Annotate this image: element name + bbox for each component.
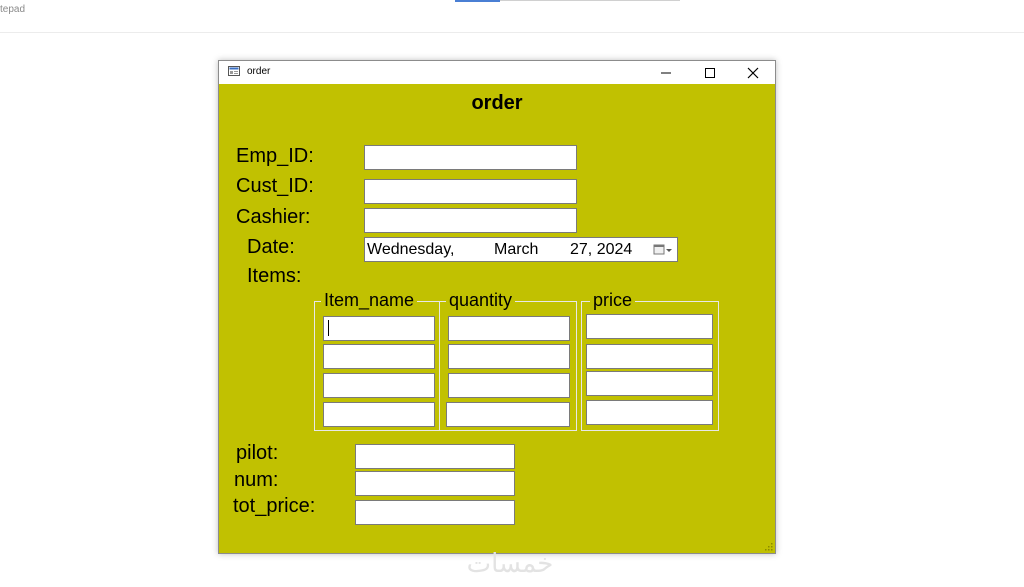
- app-icon: [228, 66, 240, 76]
- watermark-logo: خمسات: [467, 549, 554, 578]
- item-name-group-title: Item_name: [321, 290, 418, 311]
- title-bar[interactable]: order: [219, 61, 775, 84]
- close-button[interactable]: [733, 61, 773, 84]
- background-app-title: tepad: [0, 4, 26, 15]
- item-name-field-4[interactable]: [323, 402, 435, 427]
- form-heading: order: [471, 92, 523, 114]
- price-field-1[interactable]: [586, 314, 713, 339]
- price-field-4[interactable]: [586, 400, 713, 425]
- cashier-field[interactable]: [364, 208, 577, 233]
- quantity-group-title: quantity: [446, 290, 516, 311]
- date-picker[interactable]: Wednesday, March 27, 2024: [364, 237, 678, 262]
- item-name-field-1[interactable]: [323, 316, 435, 341]
- background-tab-strip: [455, 0, 680, 1]
- quantity-field-4[interactable]: [446, 402, 570, 427]
- cust-id-field[interactable]: [364, 179, 577, 204]
- emp-id-label: Emp_ID:: [236, 145, 314, 167]
- maximize-icon: [705, 68, 715, 78]
- cust-id-label: Cust_ID:: [236, 175, 314, 197]
- order-window: order order Emp_ID: Cust_ID: Cashier: Da…: [218, 60, 776, 554]
- item-name-group: Item_name: [314, 290, 440, 431]
- price-group-title: price: [590, 290, 636, 311]
- window-title: order: [247, 66, 271, 77]
- date-weekday: Wednesday,: [367, 241, 455, 258]
- date-month: March: [494, 241, 539, 258]
- date-label: Date:: [247, 236, 295, 258]
- quantity-field-3[interactable]: [448, 373, 570, 398]
- item-name-field-2[interactable]: [323, 344, 435, 369]
- price-field-3[interactable]: [586, 371, 713, 396]
- quantity-field-2[interactable]: [448, 344, 570, 369]
- text-caret: [328, 320, 329, 336]
- quantity-group: quantity: [439, 290, 577, 431]
- emp-id-field[interactable]: [364, 145, 577, 170]
- minimize-button[interactable]: [646, 61, 686, 84]
- num-label: num:: [234, 469, 279, 491]
- background-active-tab-indicator: [455, 0, 500, 2]
- resize-grip-icon[interactable]: [765, 543, 773, 551]
- pilot-label: pilot:: [236, 442, 279, 464]
- quantity-field-1[interactable]: [448, 316, 570, 341]
- maximize-button[interactable]: [690, 61, 730, 84]
- num-field[interactable]: [355, 471, 515, 496]
- date-day-year: 27, 2024: [570, 241, 633, 258]
- items-label: Items:: [247, 265, 302, 287]
- price-group: price: [581, 290, 719, 431]
- tot-price-label: tot_price:: [233, 495, 316, 517]
- item-name-field-3[interactable]: [323, 373, 435, 398]
- minimize-icon: [661, 72, 671, 74]
- svg-text:خمسات: خمسات: [467, 549, 554, 578]
- tot-price-field[interactable]: [355, 500, 515, 525]
- price-field-2[interactable]: [586, 344, 713, 369]
- pilot-field[interactable]: [355, 444, 515, 469]
- background-divider: [0, 32, 1024, 33]
- calendar-dropdown-icon[interactable]: [652, 242, 674, 258]
- cashier-label: Cashier:: [236, 206, 311, 228]
- close-icon: [747, 67, 759, 79]
